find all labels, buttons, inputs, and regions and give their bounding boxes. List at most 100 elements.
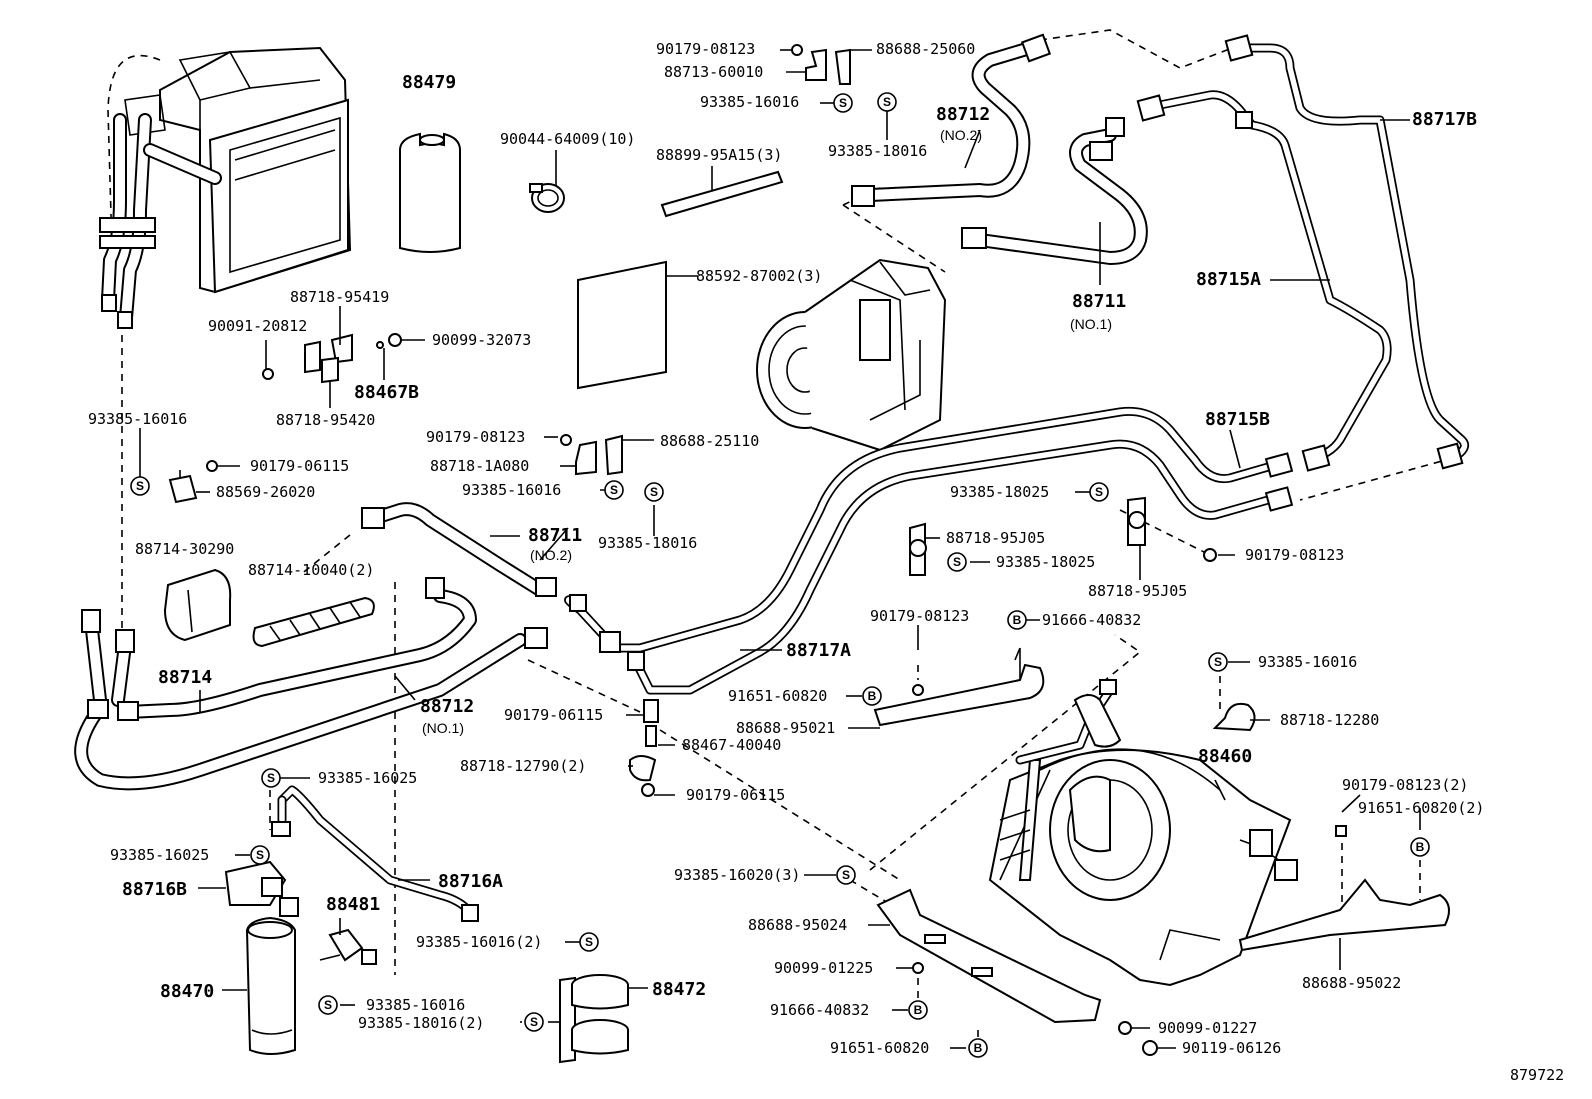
bracket-88688-95022 xyxy=(1238,825,1450,952)
clip-88569 xyxy=(168,460,218,504)
part-label: 91666-40832 xyxy=(770,1001,869,1019)
receiver-dryer-88479 xyxy=(399,132,461,253)
b-symbol: B xyxy=(862,686,882,706)
part-label: 90179-06115 xyxy=(250,457,349,475)
assembly-label: 88716A xyxy=(438,871,503,892)
part-label: 90179-06115 xyxy=(504,706,603,724)
part-label: 93385-18025 xyxy=(950,483,1049,501)
insulator-88714-30290 xyxy=(163,568,232,642)
svg-text:B: B xyxy=(974,1041,983,1055)
clamps-88718-95j05 xyxy=(909,496,1217,576)
tape-strip-88899 xyxy=(660,170,784,218)
part-label: 88713-60010 xyxy=(664,63,763,81)
part-label: 88467-40040 xyxy=(682,736,781,754)
part-label: 88718-12280 xyxy=(1280,711,1379,729)
part-label: 88718-1A080 xyxy=(430,457,529,475)
sub-label: (NO.1) xyxy=(1070,316,1112,332)
pipe-88715b xyxy=(564,406,1280,653)
pressure-switch-88467 xyxy=(629,699,659,797)
b-symbol: B xyxy=(1410,837,1430,857)
svg-text:S: S xyxy=(256,848,264,862)
part-label: 91651-60820 xyxy=(830,1039,929,1057)
part-label: 93385-16016 xyxy=(700,93,799,111)
assembly-label: 88715B xyxy=(1205,409,1270,430)
assembly-label: 88716B xyxy=(122,879,187,900)
compressor xyxy=(756,258,947,452)
s-symbol: S xyxy=(261,768,281,788)
fitting-88481 xyxy=(319,928,377,965)
assembly-label: 88460 xyxy=(1198,746,1252,767)
svg-text:B: B xyxy=(1013,613,1022,627)
part-label: 93385-18025 xyxy=(996,553,1095,571)
part-label: 90179-08123(2) xyxy=(1342,776,1468,794)
svg-text:S: S xyxy=(585,935,593,949)
bracket-88688-95024 xyxy=(876,888,1102,1024)
part-label: 90091-20812 xyxy=(208,317,307,335)
assembly-label: 88481 xyxy=(326,894,380,915)
s-symbol: S xyxy=(250,845,270,865)
sealer-sheet-88592 xyxy=(577,260,667,390)
pipe-88716a xyxy=(271,785,479,922)
condenser-88460 xyxy=(988,679,1298,987)
s-symbol: S xyxy=(1089,482,1109,502)
assembly-labels: 88479 88712 88717B 88715A 88711 88467B 8… xyxy=(122,72,1477,1002)
assembly-label: 88711 xyxy=(528,525,582,546)
svg-text:S: S xyxy=(267,771,275,785)
part-label: 93385-16016 xyxy=(462,481,561,499)
dashed-guide-lines xyxy=(121,29,1454,1045)
assembly-label: 88715A xyxy=(1196,269,1261,290)
part-label: 88569-26020 xyxy=(216,483,315,501)
part-label: 93385-16016(2) xyxy=(416,933,542,951)
part-label: 88688-95022 xyxy=(1302,974,1401,992)
assembly-label: 88479 xyxy=(402,72,456,93)
s-symbol: S xyxy=(604,480,624,500)
hose-clamp-90044 xyxy=(529,183,565,213)
bracket-88688-95021 xyxy=(873,648,1045,727)
fasteners-bottom xyxy=(912,962,1158,1056)
pipe-88717a xyxy=(630,439,1280,695)
part-label: 90179-06115 xyxy=(686,786,785,804)
sub-label: (NO.1) xyxy=(422,720,464,736)
svg-text:S: S xyxy=(842,868,850,882)
hose-88711-no2 xyxy=(361,502,557,597)
sub-labels: (NO.2) (NO.1) (NO.2) (NO.1) xyxy=(422,127,1112,736)
figure-id: 879722 xyxy=(1510,1066,1564,1084)
s-symbol: S xyxy=(524,1012,544,1032)
part-label: 88718-95419 xyxy=(290,288,389,306)
pipe-88715a xyxy=(1140,90,1392,463)
part-label: 93385-18016 xyxy=(828,142,927,160)
leader-lines xyxy=(139,49,1421,1049)
clips-88718-1a080 xyxy=(560,434,623,476)
s-symbol: S xyxy=(579,932,599,952)
part-label: 88718-95420 xyxy=(276,411,375,429)
svg-text:S: S xyxy=(324,998,332,1012)
part-label: 90179-08123 xyxy=(1245,546,1344,564)
assembly-label: 88714 xyxy=(158,667,212,688)
part-label: 88592-87002(3) xyxy=(696,267,822,285)
svg-text:S: S xyxy=(1095,485,1103,499)
part-label: 91651-60820(2) xyxy=(1358,799,1484,817)
pipe-fittings xyxy=(569,34,1464,671)
s-symbol: S xyxy=(1208,652,1228,672)
part-label: 90179-08123 xyxy=(656,40,755,58)
clips-88718-left xyxy=(262,333,402,384)
part-label: 93385-16025 xyxy=(318,769,417,787)
bracket-88472 xyxy=(559,974,629,1064)
part-label: 93385-18016 xyxy=(598,534,697,552)
part-number-labels: 90179-08123 88688-25060 88713-60010 9338… xyxy=(88,40,1484,1057)
part-label: 88688-95024 xyxy=(748,916,847,934)
s-symbol: S xyxy=(833,93,853,113)
s-symbol: S xyxy=(130,476,150,496)
s-symbol: S xyxy=(318,995,338,1015)
part-label: 93385-16016 xyxy=(88,410,187,428)
assembly-label: 88717B xyxy=(1412,109,1477,130)
s-symbol: S xyxy=(947,552,967,572)
part-label: 90179-08123 xyxy=(870,607,969,625)
assembly-label: 88717A xyxy=(786,640,851,661)
receiver-88470 xyxy=(224,860,299,1055)
s-symbol: S xyxy=(877,92,897,112)
clip-88718-12280 xyxy=(1212,702,1256,732)
hose-88711-no1 xyxy=(961,117,1148,265)
svg-text:S: S xyxy=(136,479,144,493)
part-label: 91651-60820 xyxy=(728,687,827,705)
